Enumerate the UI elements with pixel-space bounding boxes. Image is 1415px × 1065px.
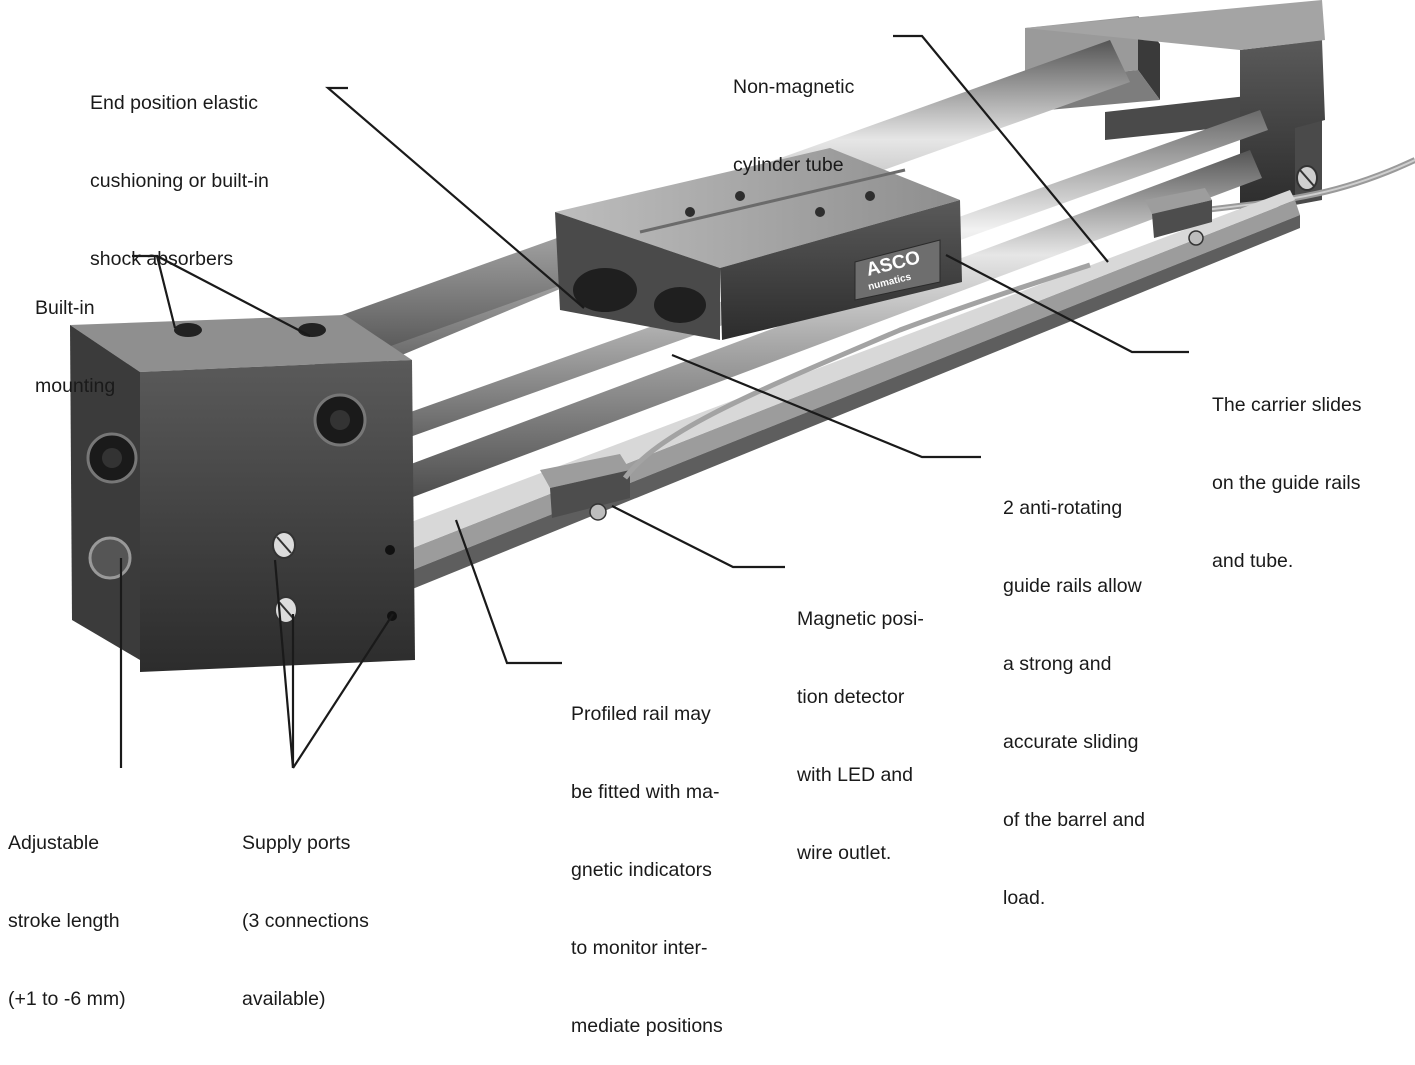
position-detector-rear — [1145, 188, 1212, 246]
leader-profiled-rail — [454, 519, 562, 665]
leader-mounting-2 — [156, 255, 311, 337]
leader-end-position — [325, 86, 585, 309]
label-detector: Magnetic posi- tion detector with LED an… — [797, 608, 924, 864]
position-detector-front — [540, 262, 1091, 521]
label-carrier: The carrier slides on the guide rails an… — [1212, 394, 1362, 572]
leader-lines — [119, 34, 1189, 769]
cylinder-illustration: ASCO numatics — [70, 0, 1415, 769]
label-mounting: Built-in mounting — [35, 297, 116, 397]
leader-guide-rails — [671, 353, 981, 459]
label-stroke: Adjustable stroke length (+1 to -6 mm) — [8, 832, 126, 1010]
label-end-position: End position elastic cushioning or built… — [90, 92, 269, 270]
leader-supply-3 — [292, 613, 394, 769]
leader-tube — [893, 34, 1109, 263]
carrier — [555, 148, 962, 340]
leader-supply-2 — [273, 559, 295, 769]
leader-detector — [611, 505, 785, 569]
label-profiled-rail: Profiled rail may be fitted with ma- gne… — [571, 703, 723, 1037]
leader-carrier — [945, 254, 1189, 354]
label-supply: Supply ports (3 connections available) — [242, 832, 369, 1010]
label-tube: Non-magnetic cylinder tube — [733, 76, 855, 176]
front-end-cap — [70, 315, 415, 672]
diagram-canvas: ASCO numatics End position elastic cushi… — [8, 0, 1415, 1037]
